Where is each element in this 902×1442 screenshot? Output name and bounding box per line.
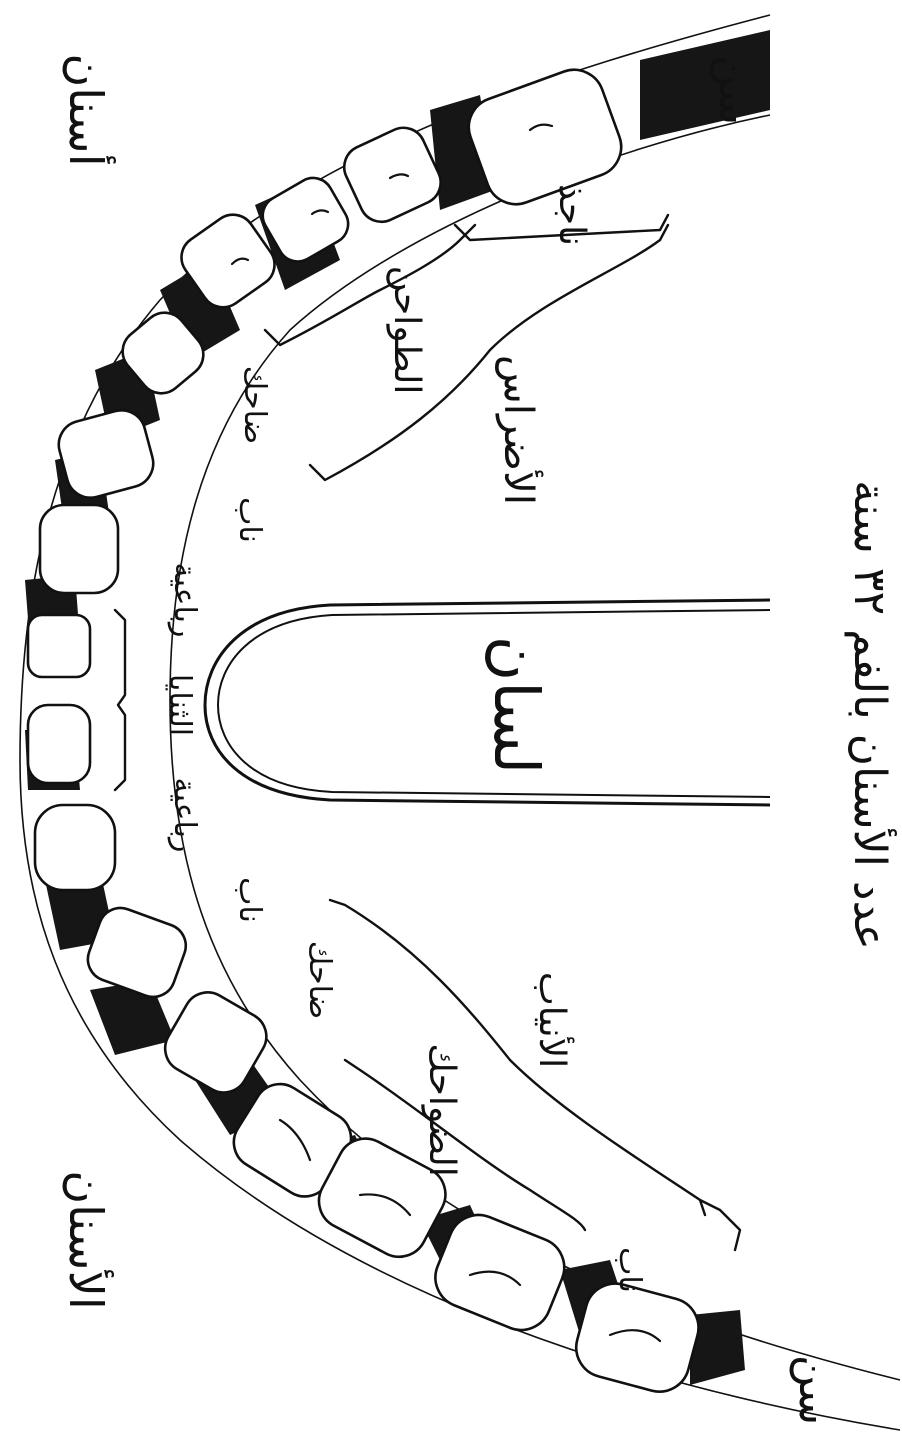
label-tawahin: الطواحن — [386, 266, 427, 395]
label-thanaya: الثنايا — [162, 674, 197, 736]
title-top: أسنان — [59, 53, 116, 166]
tooth-incisor-2 — [28, 615, 90, 677]
label-dahik-top: ضاحك — [237, 366, 272, 444]
label-rubaiya-bottom: رباعية — [167, 777, 202, 852]
label-nab-top: ناب — [232, 497, 267, 543]
label-nab-bottom: ناب — [232, 877, 267, 923]
label-naab-far: ناب — [612, 1247, 647, 1293]
bracket-thanaya — [115, 610, 125, 790]
label-anyab: الأنياب — [531, 972, 575, 1068]
label-dawahik: الضواحك — [421, 1043, 462, 1176]
label-dahik-bottom: ضاحك — [302, 941, 337, 1019]
bracket-adras — [310, 225, 668, 480]
label-rubaiya-top: رباعية — [167, 562, 202, 637]
title-bottom: الأسنان — [59, 1170, 115, 1309]
tongue-label: لسان — [480, 636, 553, 775]
label-adras: الأضراس — [495, 355, 544, 505]
caption: عدد الأسنان بالفم ٣٢ سنة — [844, 480, 898, 950]
tooth-molar-2 — [337, 121, 448, 229]
label-end-top: سن — [709, 55, 760, 125]
teeth-upper — [28, 61, 705, 1398]
tooth-incisor-1 — [40, 505, 118, 593]
tooth-incisor-4 — [35, 805, 115, 890]
label-end-bottom: سن — [789, 1355, 840, 1425]
tooth-incisor-3 — [28, 705, 90, 783]
label-najidh: ناجذ — [551, 184, 592, 246]
bracket-najidh-bottom — [700, 1200, 740, 1250]
